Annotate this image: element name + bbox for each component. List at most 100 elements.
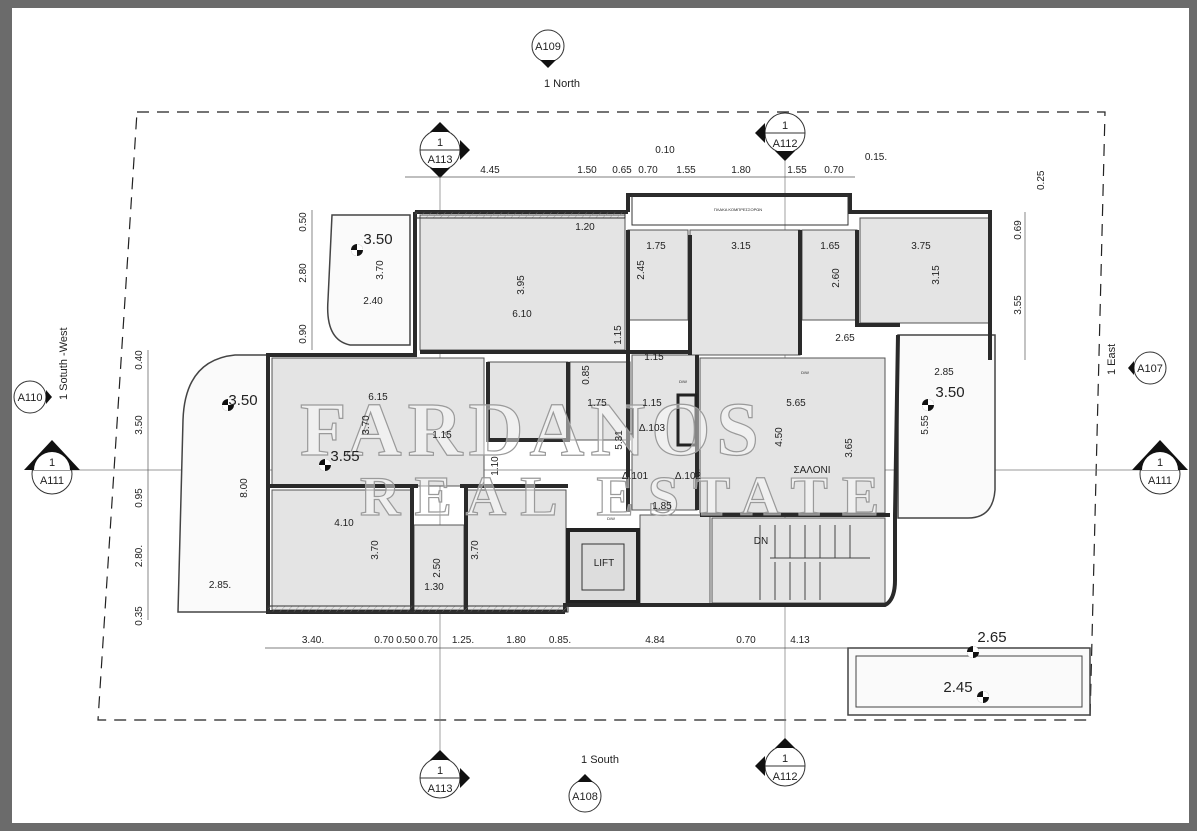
svg-text:4.50: 4.50 xyxy=(774,427,785,447)
svg-text:1.80: 1.80 xyxy=(506,635,526,646)
svg-text:4.45: 4.45 xyxy=(480,165,500,176)
svg-text:D/W: D/W xyxy=(801,370,809,375)
svg-text:1.85: 1.85 xyxy=(652,501,672,512)
dimension-lines xyxy=(147,176,1026,649)
svg-text:3.50: 3.50 xyxy=(363,231,392,248)
svg-text:1.55: 1.55 xyxy=(676,165,696,176)
watermark: FARDANOS REAL ESTATE xyxy=(299,387,879,528)
svg-text:1.15: 1.15 xyxy=(644,352,664,363)
svg-text:A111: A111 xyxy=(40,475,64,487)
right-dimensions: 0.69 3.55 xyxy=(1013,220,1024,315)
svg-text:2.80.: 2.80. xyxy=(134,545,145,567)
elevation-marker-south: A108 1 South xyxy=(568,754,619,813)
svg-text:5.55: 5.55 xyxy=(920,415,931,435)
lift-label: LIFT xyxy=(594,558,615,569)
walls xyxy=(266,193,992,614)
svg-text:2.45: 2.45 xyxy=(943,679,972,696)
svg-text:2.65: 2.65 xyxy=(977,629,1006,646)
svg-text:D/W: D/W xyxy=(679,379,687,384)
svg-text:3.70: 3.70 xyxy=(470,540,481,560)
svg-text:1.75: 1.75 xyxy=(646,241,666,252)
svg-text:0.70: 0.70 xyxy=(824,165,844,176)
svg-text:A107: A107 xyxy=(1137,363,1163,375)
svg-text:3.65: 3.65 xyxy=(844,438,855,458)
svg-text:A112: A112 xyxy=(773,771,798,783)
svg-text:3.55: 3.55 xyxy=(330,448,359,465)
svg-text:1.50: 1.50 xyxy=(577,165,597,176)
svg-text:2.80: 2.80 xyxy=(298,263,309,283)
svg-text:0.40: 0.40 xyxy=(134,350,145,370)
svg-text:A108: A108 xyxy=(572,791,598,803)
svg-text:0.50: 0.50 xyxy=(298,212,309,232)
svg-text:1.80: 1.80 xyxy=(731,165,751,176)
drawing-sheet: FARDANOS REAL ESTATE A109 1 North 1 A113… xyxy=(12,8,1189,823)
svg-text:5.65: 5.65 xyxy=(786,398,806,409)
svg-text:6.15: 6.15 xyxy=(368,392,388,403)
svg-text:1.75: 1.75 xyxy=(587,398,607,409)
svg-text:1: 1 xyxy=(782,753,788,765)
svg-text:3.70: 3.70 xyxy=(375,260,386,280)
svg-text:0.10: 0.10 xyxy=(655,145,675,156)
room-labels: 3.50 3.70 2.40 1.20 3.95 6.10 1.75 2.45 … xyxy=(209,207,1007,696)
svg-text:A109: A109 xyxy=(535,41,561,53)
svg-text:0.15.: 0.15. xyxy=(865,152,887,163)
svg-text:1.10: 1.10 xyxy=(490,456,501,476)
svg-text:2.40: 2.40 xyxy=(363,296,383,307)
svg-text:2.85.: 2.85. xyxy=(209,580,231,591)
svg-text:D/W: D/W xyxy=(607,516,615,521)
balconies xyxy=(177,214,1091,716)
section-marker-a111-left[interactable]: 1 A111 xyxy=(24,440,80,495)
svg-text:0.25: 0.25 xyxy=(1036,170,1047,190)
svg-text:4.84: 4.84 xyxy=(645,635,665,646)
section-marker-a113-top[interactable]: 1 A113 xyxy=(419,122,470,178)
svg-text:ΠΛΑΚΑ ΚΟΜΠΡΕΣΣΟΡΩΝ: ΠΛΑΚΑ ΚΟΜΠΡΕΣΣΟΡΩΝ xyxy=(714,207,762,212)
top-dimensions: 4.45 1.50 0.65 0.70 1.55 1.80 1.55 0.70 … xyxy=(480,145,1047,190)
svg-text:0.70: 0.70 xyxy=(418,635,438,646)
elevation-marker-east: A107 1 East xyxy=(1106,344,1167,385)
svg-text:3.15: 3.15 xyxy=(931,265,942,285)
svg-text:A111: A111 xyxy=(1148,475,1172,487)
svg-text:1.25.: 1.25. xyxy=(452,635,474,646)
svg-text:3.70: 3.70 xyxy=(361,415,372,435)
svg-text:Δ.101: Δ.101 xyxy=(622,471,649,482)
svg-text:1.55: 1.55 xyxy=(787,165,807,176)
svg-text:0.85.: 0.85. xyxy=(549,635,571,646)
svg-text:A113: A113 xyxy=(428,783,453,795)
svg-text:Δ.102: Δ.102 xyxy=(675,471,702,482)
svg-text:4.10: 4.10 xyxy=(334,518,354,529)
svg-text:2.45: 2.45 xyxy=(636,260,647,280)
level-symbols xyxy=(222,244,989,703)
svg-text:0.70: 0.70 xyxy=(374,635,394,646)
svg-text:Δ.103: Δ.103 xyxy=(639,423,666,434)
plot-boundary xyxy=(97,111,1106,721)
north-label: 1 North xyxy=(544,78,580,90)
svg-text:1: 1 xyxy=(437,137,443,149)
svg-text:0.70: 0.70 xyxy=(736,635,756,646)
svg-text:2.50: 2.50 xyxy=(432,558,443,578)
section-marker-a113-bottom[interactable]: 1 A113 xyxy=(419,750,470,799)
section-marker-a112-top[interactable]: 1 A112 xyxy=(755,112,806,161)
svg-text:3.50: 3.50 xyxy=(228,392,257,409)
svg-text:2.65: 2.65 xyxy=(835,333,855,344)
svg-text:0.90: 0.90 xyxy=(298,324,309,344)
svg-text:3.50: 3.50 xyxy=(134,415,145,435)
svg-text:0.50: 0.50 xyxy=(396,635,416,646)
section-marker-a112-bottom[interactable]: 1 A112 xyxy=(755,738,806,787)
watermark-line1: FARDANOS xyxy=(300,388,765,472)
svg-text:0.69: 0.69 xyxy=(1013,220,1024,240)
svg-text:4.13: 4.13 xyxy=(790,635,810,646)
svg-text:A110: A110 xyxy=(18,392,43,404)
svg-text:A113: A113 xyxy=(428,154,453,166)
svg-text:3.15: 3.15 xyxy=(731,241,751,252)
svg-text:1.65: 1.65 xyxy=(820,241,840,252)
svg-text:ΣΑΛΟΝΙ: ΣΑΛΟΝΙ xyxy=(793,465,830,476)
svg-text:5.31: 5.31 xyxy=(614,430,625,450)
svg-text:2.60: 2.60 xyxy=(831,268,842,288)
section-marker-a111-right[interactable]: 1 A111 xyxy=(1132,440,1188,495)
svg-text:1.15: 1.15 xyxy=(642,398,662,409)
svg-text:0.65: 0.65 xyxy=(612,165,632,176)
svg-text:1.15: 1.15 xyxy=(613,325,624,345)
svg-text:0.85: 0.85 xyxy=(581,365,592,385)
svg-text:1.20: 1.20 xyxy=(575,222,595,233)
